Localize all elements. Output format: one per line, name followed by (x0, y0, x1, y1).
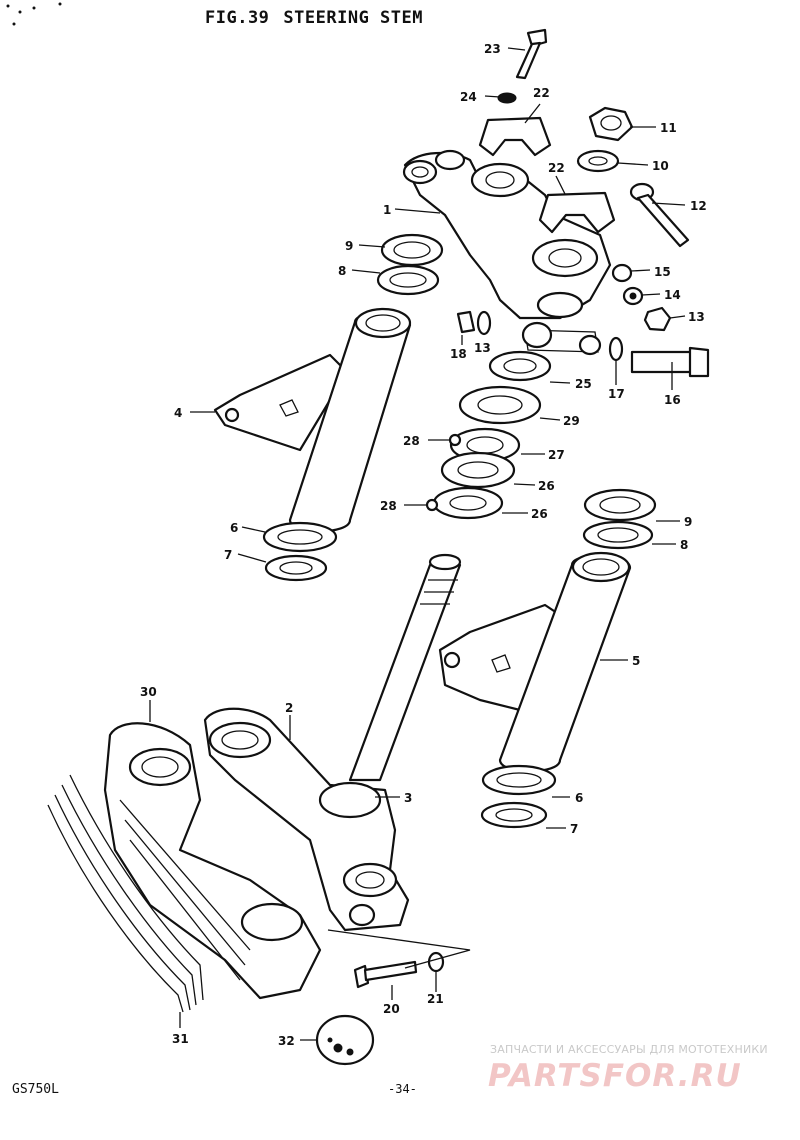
callout-2: 2 (285, 701, 293, 715)
callout-numbers: 23 24 22 22 11 10 12 1 9 8 15 14 13 18 1… (140, 42, 707, 1048)
callout-28-lower: 28 (380, 499, 397, 513)
figure-number: FIG.39 (205, 8, 270, 28)
race-26-upper-part (440, 451, 516, 489)
washer-13-part (476, 310, 492, 336)
callout-8-left: 8 (338, 264, 346, 278)
callout-5: 5 (632, 654, 640, 668)
callout-26-upper: 26 (538, 479, 555, 493)
washer-10-part (576, 149, 620, 173)
washer-15-part (611, 263, 633, 283)
callout-12: 12 (690, 199, 707, 213)
nut-18-part (456, 310, 476, 334)
page-number: -34- (388, 1082, 417, 1096)
watermark-tagline: ЗАПЧАСТИ И АКСЕССУАРЫ ДЛЯ МОТОТЕХНИКИ (490, 1043, 768, 1056)
callout-6-right: 6 (575, 791, 583, 805)
callout-29: 29 (563, 414, 580, 428)
cushion-9-left-part (380, 233, 444, 267)
figure-name: STEERING STEM (283, 8, 423, 28)
figure-title: FIG.39 STEERING STEM (205, 8, 423, 28)
callout-15: 15 (654, 265, 671, 279)
callout-1: 1 (383, 203, 391, 217)
callout-21: 21 (427, 992, 444, 1006)
callout-32: 32 (278, 1034, 295, 1048)
callout-20: 20 (383, 1002, 400, 1016)
callout-4: 4 (174, 406, 182, 420)
bolt-16-part (630, 346, 710, 378)
callout-23: 23 (484, 42, 501, 56)
fork-cover-right-part (438, 551, 632, 773)
spacer-8-right-part (582, 520, 654, 550)
lower-bracket-part (203, 707, 410, 932)
ball-28-upper-part (448, 433, 462, 447)
callout-10: 10 (652, 159, 669, 173)
seat-7-right-part (480, 801, 548, 829)
callout-28-upper: 28 (403, 434, 420, 448)
callout-18: 18 (450, 347, 467, 361)
handlebar-holder-lower-part (538, 191, 616, 234)
callout-31: 31 (172, 1032, 189, 1046)
callout-30: 30 (140, 685, 157, 699)
callout-13-right: 13 (688, 310, 705, 324)
callout-3: 3 (404, 791, 412, 805)
callout-24: 24 (460, 90, 477, 104)
callout-14: 14 (664, 288, 681, 302)
bolt-12-part (629, 182, 690, 248)
callout-17: 17 (608, 387, 625, 401)
washer-21-part (427, 951, 445, 973)
washer-29-part (458, 385, 542, 425)
callout-11: 11 (660, 121, 677, 135)
callout-7-left: 7 (224, 548, 232, 562)
cushion-6-left-part (262, 521, 338, 553)
callout-27: 27 (548, 448, 565, 462)
panel-31-part (47, 774, 204, 1013)
handlebar-holder-upper-part (478, 116, 552, 157)
washer-17-part (608, 336, 624, 362)
upper-bracket-part (402, 149, 612, 356)
leader-lines (149, 47, 686, 1041)
fork-cover-left-part (213, 307, 412, 533)
callout-16: 16 (664, 393, 681, 407)
emblem-32-part (315, 1014, 375, 1066)
callout-9-right: 9 (684, 515, 692, 529)
callout-22-lower: 22 (548, 161, 565, 175)
callout-6-left: 6 (230, 521, 238, 535)
cover-30-part (103, 722, 322, 1000)
race-26-lower-part (432, 486, 504, 520)
bolt-20-part (353, 960, 418, 989)
nut-24-part (497, 92, 517, 104)
scan-noise (6, 2, 62, 26)
ball-28-lower-part (425, 498, 439, 512)
callout-22-upper: 22 (533, 86, 550, 100)
cap-13-part (643, 306, 672, 332)
nut-25-part (488, 350, 552, 382)
nut-11-part (588, 106, 634, 142)
callout-8-right: 8 (680, 538, 688, 552)
spacer-8-left-part (376, 264, 440, 296)
nut-14-part (622, 286, 644, 306)
callout-25: 25 (575, 377, 592, 391)
callout-26-lower: 26 (531, 507, 548, 521)
seat-7-left-part (264, 554, 328, 582)
callout-9-left: 9 (345, 239, 353, 253)
model-code: GS750L (12, 1082, 59, 1097)
bolt-23-part (515, 28, 548, 80)
watermark-logo: PARTSFOR.RU (488, 1058, 742, 1094)
cushion-9-right-part (583, 488, 657, 522)
callout-7-right: 7 (570, 822, 578, 836)
cushion-6-right-part (481, 764, 557, 796)
callout-13-left: 13 (474, 341, 491, 355)
steering-stem-part (348, 553, 462, 782)
